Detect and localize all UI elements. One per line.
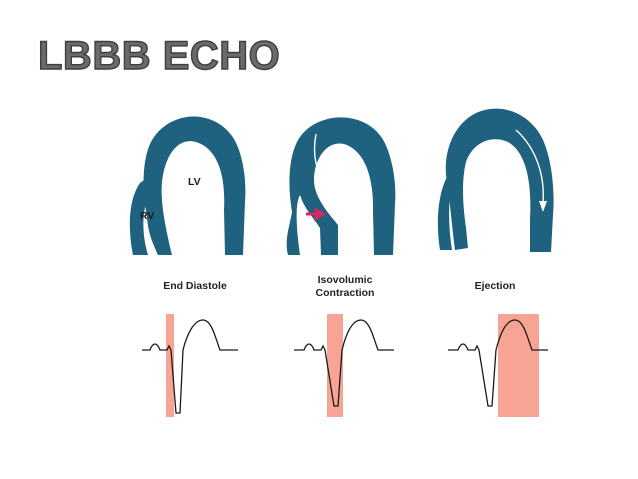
panel-isovolumic-contraction: Isovolumic Contraction [270,100,420,430]
red-pointer-arrow [306,207,326,221]
ventricle-walls [437,108,554,252]
ecg-isovolumic-contraction [294,314,394,417]
ventricle-walls [129,116,246,255]
panel-end-diastole: LV RV End Diastole [120,100,270,430]
rv-label: RV [140,210,155,222]
ecg-trace [448,319,548,407]
phase-label-end-diastole: End Diastole [163,280,227,292]
lv-label: LV [188,176,201,188]
motion-arrow-line [313,133,329,191]
heart-diagram-end-diastole [129,116,246,255]
ecg-end-diastole [142,314,238,417]
motion-arrow-head [323,186,331,196]
ventricle-walls [286,117,396,255]
ecg-ejection [448,314,548,417]
heart-diagram-ejection [437,108,554,252]
motion-arrow-line [515,129,544,204]
slide-title: LBBB ECHO [37,33,281,78]
phase-label-isovolumic-contraction: Isovolumic Contraction [315,274,375,299]
highlight-window [498,314,539,417]
heart-diagram-isovolumic [286,117,396,255]
motion-arrow-head [539,201,547,212]
phase-label-ejection: Ejection [474,280,516,292]
highlight-window [166,314,174,417]
panel-ejection: Ejection [420,100,570,430]
ecg-trace [142,319,238,414]
ecg-trace [294,319,394,407]
